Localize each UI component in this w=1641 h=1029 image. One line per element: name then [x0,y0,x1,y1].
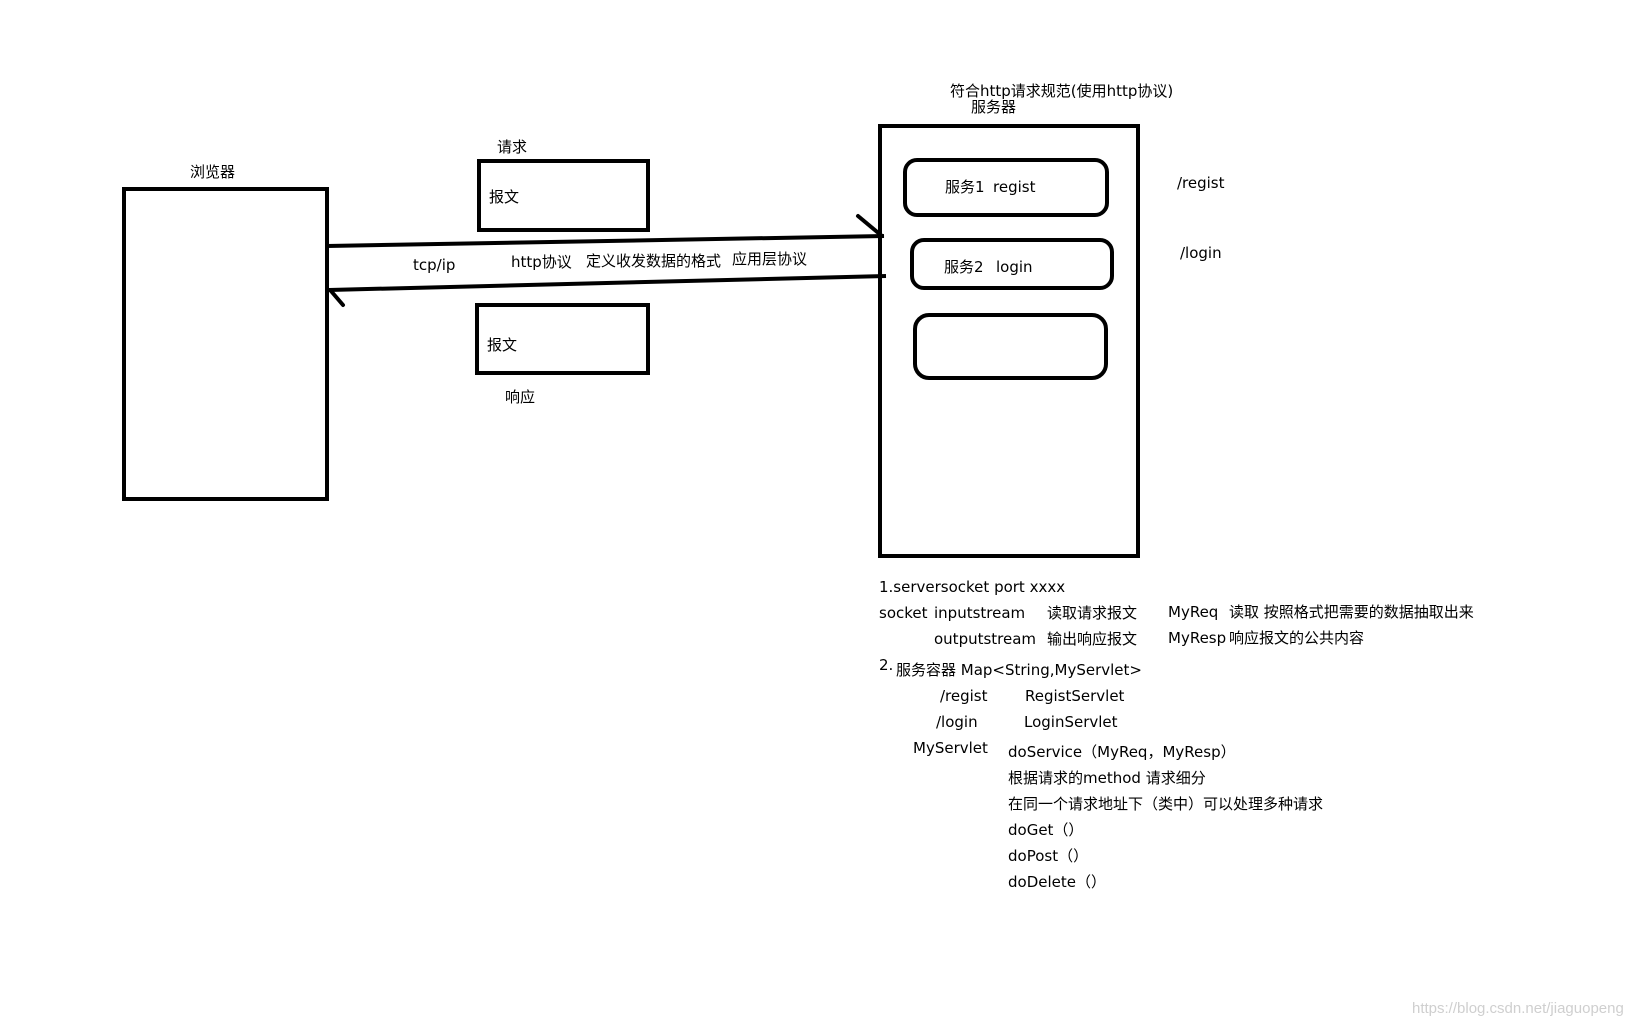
service-2-box [910,238,1114,290]
browser-label: 浏览器 [190,163,236,181]
note-inputstream: inputstream [934,604,1026,622]
path-label-login: /login [1180,244,1222,262]
channel-tcp-label: tcp/ip [413,256,456,274]
request-message-box [477,159,650,232]
map-row-regist-path: /regist [940,687,988,705]
note-read-request: 读取请求报文 [1047,604,1138,622]
service-1-box [903,158,1109,217]
service-3-box [913,313,1108,380]
request-box-label: 报文 [489,188,520,206]
note-myreq: MyReq [1168,603,1219,621]
note-myservlet: MyServlet [913,739,988,757]
response-box-label: 报文 [487,336,518,354]
note-step2-text: 服务容器 Map<String,MyServlet> [896,661,1142,679]
map-row-login-servlet: LoginServlet [1024,713,1118,731]
service-2-name: 服务2 [944,258,984,276]
response-arrowhead [329,289,345,307]
browser-box [122,187,329,501]
response-arrow-line [328,274,887,292]
response-message-box [475,303,650,375]
note-step2-num: 2. [879,656,894,674]
note-outputstream: outputstream [934,630,1037,648]
servlet-line-2: 根据请求的method 请求细分 [1008,769,1206,787]
note-myreq-desc: 读取 按照格式把需要的数据抽取出来 [1229,603,1474,621]
server-heading-line2: 服务器 [971,98,1017,116]
map-row-login-path: /login [936,713,978,731]
servlet-line-6: doDelete（） [1008,873,1106,891]
service-2-route: login [996,258,1033,276]
watermark: https://blog.csdn.net/jiaguopeng [1412,1000,1624,1017]
servlet-line-4: doGet（） [1008,821,1084,839]
request-arrowhead [856,214,884,238]
channel-layer-label: 应用层协议 [732,250,808,268]
server-box [878,124,1140,558]
request-caption: 请求 [497,138,528,156]
note-step1: 1.serversocket port xxxx [879,578,1066,596]
servlet-line-3: 在同一个请求地址下（类中）可以处理多种请求 [1008,795,1324,813]
note-socket: socket [879,604,928,622]
path-label-regist: /regist [1177,174,1225,192]
service-1-name: 服务1 [945,178,985,196]
service-1-route: regist [993,178,1036,196]
channel-desc-label: 定义收发数据的格式 [586,252,722,270]
note-myresp: MyResp [1168,629,1227,647]
channel-http-label: http协议 [511,253,572,271]
request-arrow-line [326,234,885,248]
servlet-line-1: doService（MyReq，MyResp） [1008,743,1236,761]
map-row-regist-servlet: RegistServlet [1025,687,1125,705]
note-write-response: 输出响应报文 [1047,630,1138,648]
servlet-line-5: doPost（） [1008,847,1089,865]
response-caption: 响应 [505,388,536,406]
note-myresp-desc: 响应报文的公共内容 [1229,629,1365,647]
server-heading-line1: 符合http请求规范(使用http协议) [950,82,1174,100]
